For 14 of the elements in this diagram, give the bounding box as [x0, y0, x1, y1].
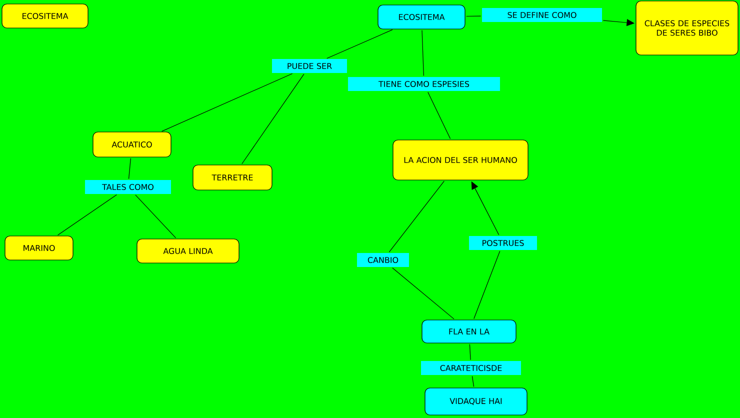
connector-line: [422, 30, 424, 76]
connector-line: [128, 158, 132, 180]
connector-line: [392, 268, 454, 320]
connector-line: [469, 344, 471, 360]
connector-line: [326, 29, 393, 59]
connector-line: [162, 73, 293, 132]
connector-line: [472, 376, 474, 387]
connector-line: [428, 92, 451, 140]
connector-line: [135, 194, 176, 238]
connector-line: [57, 194, 117, 236]
connector-line: [474, 250, 500, 320]
connector-line: [388, 180, 444, 252]
connector-line: [242, 74, 304, 164]
connector-line: [466, 16, 482, 17]
